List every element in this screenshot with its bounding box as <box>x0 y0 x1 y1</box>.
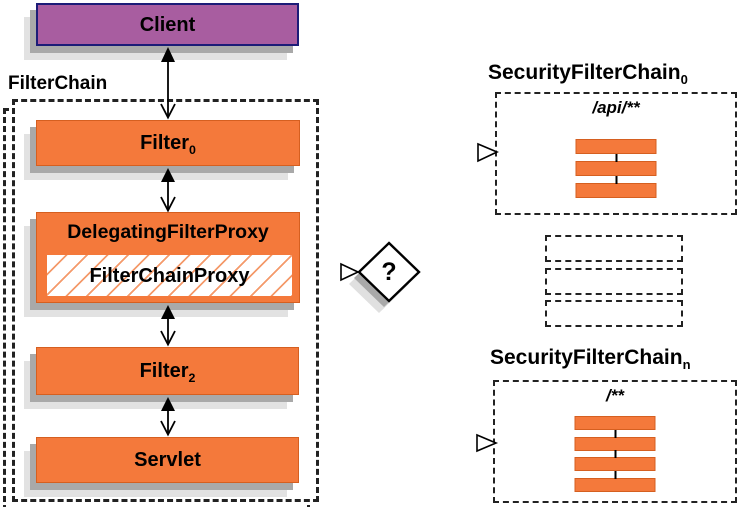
filter-bar <box>575 183 657 198</box>
filter2-box: Filter2 <box>36 347 299 395</box>
ellipsis-bar <box>545 267 683 295</box>
client-label: Client <box>139 13 196 36</box>
filter-bar <box>574 416 656 430</box>
security-filter-chain-0-box: /api/** <box>495 92 737 215</box>
delegating-filter-proxy-label: DelegatingFilterProxy <box>67 221 269 244</box>
filter0-box: Filter0 <box>36 120 300 166</box>
filter-bar <box>575 161 657 176</box>
filter0-label: Filter0 <box>140 132 196 157</box>
security-filter-chain-n-box: /** <box>493 380 737 503</box>
filter-bar <box>574 477 656 492</box>
servlet-box: Servlet <box>36 437 299 483</box>
filter-chain-proxy-box: FilterChainProxy <box>45 253 294 298</box>
filter-bar <box>574 457 656 471</box>
arrowhead-to-decision <box>340 262 360 282</box>
ellipsis-bar <box>545 300 683 327</box>
filter-bars-chain-n <box>574 416 656 492</box>
filter-chain-title: FilterChain <box>8 73 108 94</box>
security-filter-chain-n-title: SecurityFilterChainn <box>490 346 691 373</box>
delegating-filter-proxy-box: DelegatingFilterProxy FilterChainProxy <box>36 212 300 303</box>
client-box: Client <box>36 3 299 46</box>
filter-chain-proxy-label: FilterChainProxy <box>89 264 250 287</box>
servlet-label: Servlet <box>134 449 201 471</box>
filter-bar <box>575 139 657 154</box>
filter-bar <box>574 436 656 451</box>
url-pattern-api: /api/** <box>592 98 640 117</box>
security-filter-chain-0-title: SecurityFilterChain0 <box>488 61 688 88</box>
filter-bars-chain-0 <box>575 139 657 198</box>
decision-question-label: ? <box>381 258 397 286</box>
filter2-label: Filter2 <box>139 360 196 385</box>
url-pattern-root: /** <box>606 386 624 405</box>
more-chains-ellipsis <box>545 235 683 327</box>
ellipsis-bar <box>545 235 683 262</box>
